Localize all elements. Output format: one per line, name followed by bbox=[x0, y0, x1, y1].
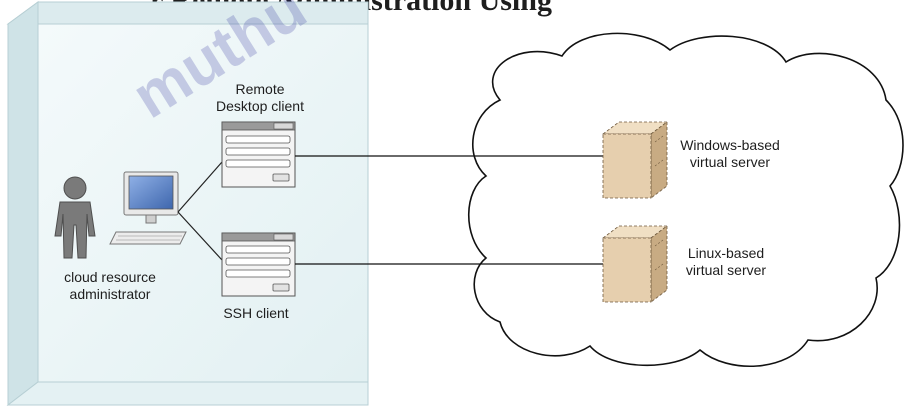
remote-desktop-client-window bbox=[221, 121, 296, 188]
windows-server-icon bbox=[601, 121, 669, 199]
administrator-person-icon bbox=[54, 176, 96, 259]
connector-computer-ssh bbox=[177, 211, 223, 261]
linux-server-icon bbox=[601, 225, 669, 303]
rdp-client-label-line2: Desktop client bbox=[216, 98, 304, 114]
connector-computer-rdp bbox=[177, 161, 223, 213]
rdp-client-label-line1: Remote bbox=[235, 81, 284, 97]
administrator-label-line2: administrator bbox=[70, 286, 151, 302]
administrator-label-line1: cloud resource bbox=[64, 269, 156, 285]
local-environment-box bbox=[6, 1, 369, 407]
computer-icon bbox=[109, 171, 187, 245]
windows-server-label-line1: Windows-based bbox=[680, 137, 780, 153]
windows-server-label-line2: virtual server bbox=[690, 154, 770, 170]
cloud-shape bbox=[468, 32, 904, 367]
ssh-client-window bbox=[221, 232, 296, 297]
ssh-client-label: SSH client bbox=[223, 305, 288, 321]
linux-server-label-line1: Linux-based bbox=[688, 245, 764, 261]
linux-server-label-line2: virtual server bbox=[686, 262, 766, 278]
